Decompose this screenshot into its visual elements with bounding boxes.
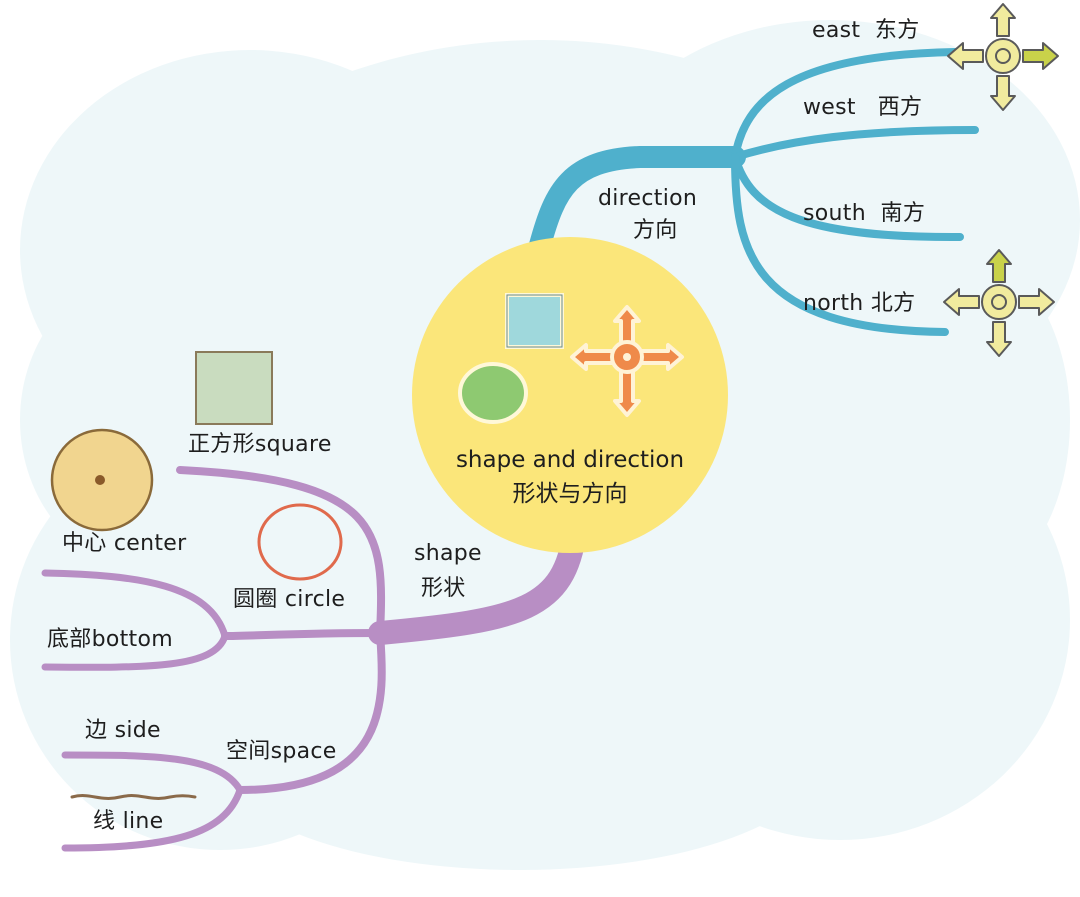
ring-icon: [257, 503, 343, 581]
label-space: 空间space: [226, 739, 337, 764]
center-dot-icon: [50, 428, 154, 532]
circle-icon: [458, 362, 528, 424]
label-east-zh: 东方: [874, 18, 920, 43]
label-east: east 东方: [812, 20, 920, 42]
label-south-en: south: [803, 201, 866, 226]
label-bottom: 底部bottom: [47, 627, 173, 652]
label-center: 中心 center: [62, 531, 187, 556]
shape-branch: [41, 466, 587, 852]
central-topic: [412, 237, 728, 553]
label-shape-en: shape: [414, 541, 482, 566]
compass-east-icon: [947, 3, 1059, 111]
direction-branch: [529, 48, 979, 336]
label-north: north 北方: [803, 293, 915, 315]
label-side: 边 side: [85, 718, 161, 743]
label-north-zh: 北方: [870, 291, 916, 316]
label-west-en: west: [803, 95, 856, 120]
label-square: 正方形square: [188, 432, 332, 457]
label-shape-zh: 形状: [421, 576, 466, 601]
square-small-icon: [195, 351, 273, 425]
label-south: south 南方: [803, 203, 925, 225]
label-circle: 圆圈 circle: [233, 587, 346, 612]
center-title-zh: 形状与方向: [512, 481, 628, 507]
square-icon: [505, 293, 564, 349]
center-title-en: shape and direction: [455, 447, 685, 473]
label-direction-en: direction: [598, 186, 698, 211]
label-direction-zh: 方向: [633, 218, 678, 243]
label-north-en: north: [803, 291, 864, 316]
label-south-zh: 南方: [880, 201, 926, 226]
label-west-zh: 西方: [877, 95, 923, 120]
wavy-line-icon: [70, 794, 197, 800]
compass-north-icon: [943, 249, 1055, 357]
four-arrows-icon: [570, 305, 684, 417]
label-east-en: east: [812, 18, 861, 43]
label-west: west 西方: [803, 97, 922, 119]
label-line: 线 line: [93, 809, 164, 834]
